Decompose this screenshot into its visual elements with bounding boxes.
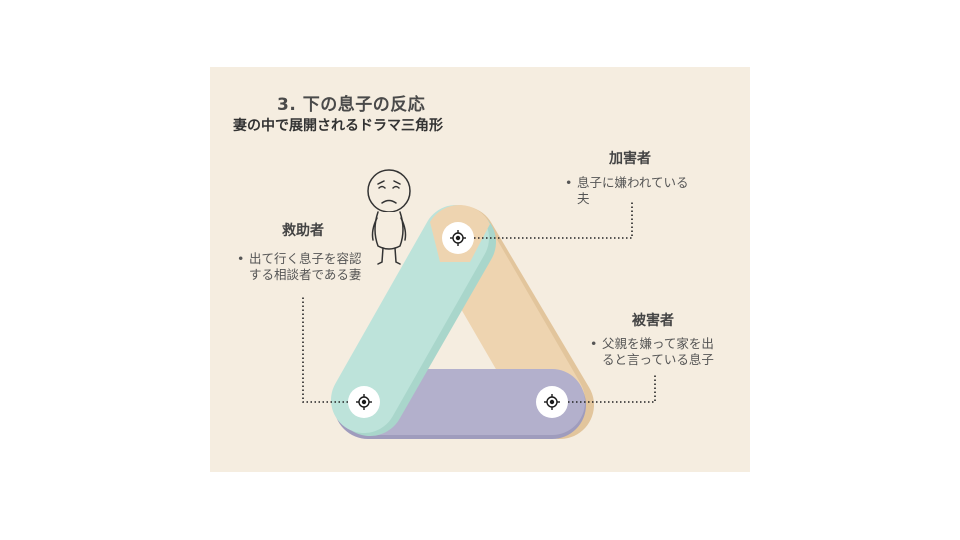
rescuer-node (348, 386, 380, 418)
target-icon (450, 230, 466, 246)
page-title: 3. 下の息子の反応 (277, 95, 426, 115)
sad-figure-icon (367, 169, 411, 265)
persecutor-description: • 息子に嫌われている 夫 (565, 175, 689, 207)
target-icon (544, 394, 560, 410)
victim-node (536, 386, 568, 418)
persecutor-heading: 加害者 (609, 151, 651, 167)
bullet-icon: • (237, 251, 245, 266)
page-subtitle: 妻の中で展開されるドラマ三角形 (233, 118, 443, 134)
rescuer-connector (302, 296, 364, 403)
bullet-icon: • (565, 175, 573, 190)
rescuer-band (331, 205, 489, 433)
rescuer-heading: 救助者 (282, 223, 324, 239)
victim-heading: 被害者 (632, 313, 674, 329)
persecutor-description-line1: 息子に嫌われている (577, 175, 689, 190)
target-icon (356, 394, 372, 410)
victim-description: • 父親を嫌って家を出 ると言っている息子 (590, 336, 714, 368)
victim-description-line1: 父親を嫌って家を出 (602, 336, 714, 351)
rescuer-description: • 出て行く息子を容認 する相談者である妻 (237, 251, 362, 283)
victim-description-line2: ると言っている息子 (602, 352, 714, 367)
rescuer-description-line2: する相談者である妻 (249, 267, 362, 282)
bullet-icon: • (590, 336, 598, 351)
persecutor-node (442, 222, 474, 254)
persecutor-description-line2: 夫 (577, 191, 590, 206)
rescuer-description-line1: 出て行く息子を容認 (249, 251, 362, 266)
